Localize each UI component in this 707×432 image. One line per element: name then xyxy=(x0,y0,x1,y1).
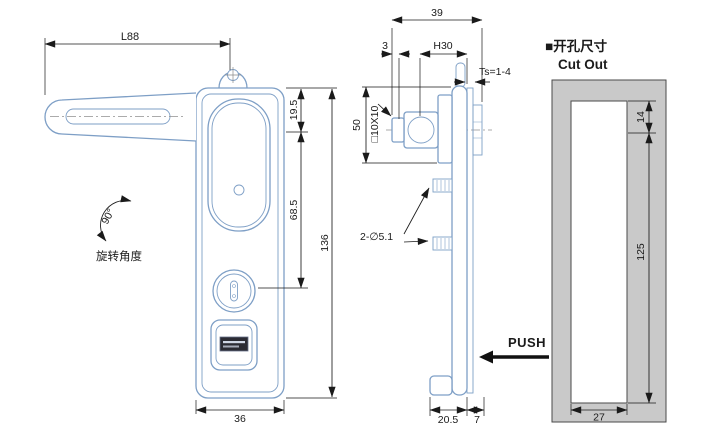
leader-holes-top xyxy=(403,187,430,235)
dim-125: 125 xyxy=(635,243,647,261)
square-spindle xyxy=(391,117,405,143)
side-view-dimensions: 39 3 H30 Ts=1-4 50 □10X10 2-∅5.1 20.5 7 … xyxy=(351,7,549,426)
dim-3: 3 xyxy=(382,40,388,52)
cam-circle xyxy=(407,116,435,144)
keyhole-dot-bottom xyxy=(232,294,236,298)
side-view xyxy=(386,62,492,396)
bottom-foot xyxy=(429,375,453,396)
brand-plate-mark2 xyxy=(223,345,239,348)
dim-h30: H30 xyxy=(433,40,452,52)
dim-l88: L88 xyxy=(121,31,139,43)
cutout-opening xyxy=(570,100,628,404)
dim-39: 39 xyxy=(431,7,443,19)
key-cylinder xyxy=(212,269,256,313)
handle-lever xyxy=(44,92,197,142)
cutout-title-en: Cut Out xyxy=(558,57,608,72)
cylinder-flange xyxy=(437,94,453,164)
dim-27: 27 xyxy=(593,412,605,424)
back-nut xyxy=(472,104,483,156)
rotation-arrow xyxy=(96,195,132,242)
dim-holes: 2-∅5.1 xyxy=(360,231,393,243)
mounting-stud-bottom xyxy=(432,236,453,251)
push-arrow-head xyxy=(479,350,493,364)
pivot-hole xyxy=(233,184,245,196)
rotation-text: 旋转角度 xyxy=(96,249,142,263)
lock-body-inner-contour xyxy=(201,93,279,393)
dim-36: 36 xyxy=(234,413,246,425)
handle-recess xyxy=(207,98,271,232)
mounting-plate-side xyxy=(451,85,468,396)
dim-20-5: 20.5 xyxy=(438,414,459,426)
cutout-view: ■开孔尺寸 Cut Out 14 125 27 xyxy=(545,38,667,424)
brand-plate xyxy=(219,336,249,352)
brand-plate-mark xyxy=(223,341,245,344)
rotation-angle-label: 90° xyxy=(99,207,117,227)
panel-wall xyxy=(466,87,474,394)
dim-ts: Ts=1-4 xyxy=(479,66,511,78)
mounting-stud-top xyxy=(432,178,453,193)
front-view xyxy=(44,67,285,399)
dim-7: 7 xyxy=(474,414,480,426)
dim-68-5: 68.5 xyxy=(288,200,300,221)
leader-holes-bottom xyxy=(403,237,429,246)
dim-14: 14 xyxy=(635,111,647,123)
keyhole-dot-top xyxy=(232,284,236,288)
dim-square-spindle: □10X10 xyxy=(369,105,381,142)
ear-side xyxy=(455,62,466,88)
dim-19-5: 19.5 xyxy=(288,100,300,121)
push-label: PUSH xyxy=(508,335,546,350)
leader-square-spindle xyxy=(377,103,392,117)
cutout-title-cn: ■开孔尺寸 xyxy=(545,38,608,54)
key-cylinder-inner xyxy=(216,273,252,309)
dim-50: 50 xyxy=(351,119,363,131)
back-nut-lines xyxy=(473,121,482,139)
push-button-inner xyxy=(215,324,253,366)
dim-136: 136 xyxy=(319,234,331,252)
extension-lines-cutout xyxy=(570,100,656,415)
ear-hole-crosshair xyxy=(225,67,241,83)
handle-recess-inner xyxy=(211,102,267,228)
keyhole xyxy=(230,280,238,302)
front-view-dimensions: L88 19.5 68.5 136 36 90° 旋转角度 xyxy=(44,31,337,425)
